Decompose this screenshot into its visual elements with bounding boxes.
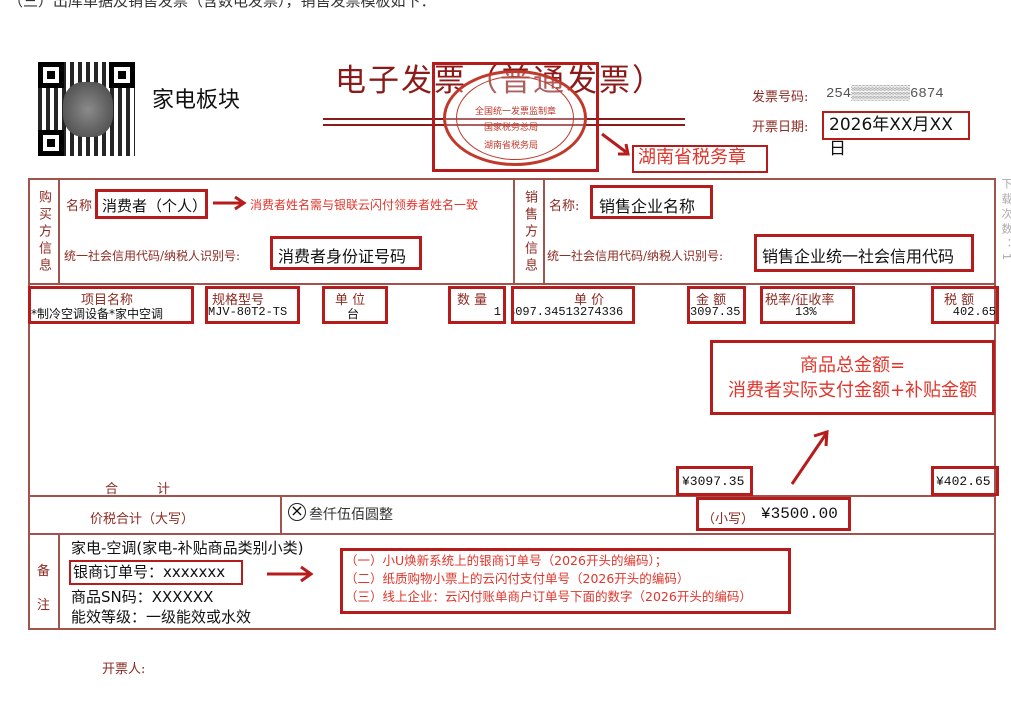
grand-total-upper: 叁仟伍佰圆整 <box>309 507 393 523</box>
item-rate: 13% <box>795 305 817 319</box>
spec-cell: 规格型号 MJV-80T2-TS <box>205 286 300 324</box>
qty-cell: 数 量 1 <box>448 286 506 324</box>
unit-cell: 单 位 台 <box>322 286 388 324</box>
stamp-note: 湖南省税务章 <box>632 145 768 173</box>
stamp-text: 湖南省税务局 <box>484 141 539 151</box>
issuer-label: 开票人: <box>102 662 146 677</box>
item-qty: 1 <box>493 305 501 319</box>
invoice-date: 2026年XX月XX日 <box>822 111 970 159</box>
header-price: 单 价 <box>574 293 605 308</box>
arrow-right-icon <box>267 565 314 583</box>
seller-name-label: 名称: <box>549 199 580 214</box>
remarks-label-1: 备 <box>37 564 51 579</box>
stamp-text: 国家税务总局 <box>484 123 539 133</box>
header-rate: 税率/征收率 <box>765 293 835 308</box>
lower-label: （小写） <box>702 512 755 527</box>
item-price: 3097.34513274336 <box>511 305 624 319</box>
header-unit: 单 位 <box>335 293 366 308</box>
section-label: 家电板块 <box>152 88 241 113</box>
totals-label: 合 计 <box>105 482 171 497</box>
stamp-highlight-box <box>432 62 599 172</box>
remark-line: 能效等级：一级能效或水效 <box>71 608 252 626</box>
grand-total-lower: ¥3500.00 <box>761 505 838 523</box>
invoice-table <box>28 178 996 630</box>
qr-finder <box>109 62 135 88</box>
qr-finder <box>38 130 64 156</box>
total-formula-note: 商品总金额= 消费者实际支付金额+补贴金额 <box>710 340 995 415</box>
formula-line: 商品总金额= <box>799 355 906 376</box>
formula-line: 消费者实际支付金额+补贴金额 <box>727 380 978 401</box>
buyer-name-note: 消费者姓名需与银联云闪付领券者姓名一致 <box>250 198 479 212</box>
total-amount: ¥3097.35 <box>676 466 753 496</box>
tax-stamp: 全国统一发票监制章 国家税务总局 湖南省税务局 <box>443 70 587 166</box>
seller-id: 销售企业统一社会信用代码 <box>754 234 974 272</box>
header-amount: 金 额 <box>696 293 727 308</box>
header-qty: 数 量 <box>457 293 488 308</box>
header-item-name: 项目名称 <box>81 293 134 308</box>
arrow-up-icon <box>790 429 829 485</box>
note-line: （三）线上企业：云闪付账单商户订单号下面的数字（2026开头的编码） <box>345 589 752 604</box>
remark-order-no: 银商订单号：xxxxxxx <box>69 560 243 585</box>
remark-line: 家电-空调(家电-补贴商品类别小类) <box>71 539 304 557</box>
item-tax: 402.65 <box>952 305 996 319</box>
buyer-name-label: 名称 <box>66 199 93 214</box>
amount-cell: 金 额 3097.35 <box>687 286 746 324</box>
header-spec: 规格型号 <box>212 293 265 308</box>
side-text: 下载次数：1 <box>1000 178 1011 264</box>
buyer-id-label: 统一社会信用代码/纳税人识别号: <box>64 249 241 263</box>
note-line: （二）纸质购物小票上的云闪付支付单号（2026开头的编码） <box>345 571 690 586</box>
seller-name: 销售企业名称 <box>590 185 713 219</box>
buyer-name: 消费者（个人） <box>95 189 208 219</box>
invoice-no: 254▒▒▒▒▒▒▒6874 <box>826 86 944 102</box>
price-cell: 单 价 3097.34513274336 <box>511 286 635 324</box>
item-amount: 3097.35 <box>690 305 741 319</box>
grand-total-label: 价税合计（大写） <box>90 512 195 527</box>
invoice-no-label: 发票号码: <box>752 90 809 105</box>
rate-cell: 税率/征收率 13% <box>760 286 855 324</box>
grand-total-lower-box: （小写） ¥3500.00 <box>696 497 851 531</box>
item-spec: MJV-80T2-TS <box>208 305 288 319</box>
date-label: 开票日期: <box>752 120 809 135</box>
arrow-icon <box>601 132 630 156</box>
cross-circle-icon: × <box>288 503 306 521</box>
item-name-cell: 项目名称 *制冷空调设备*家中空调 <box>28 286 194 324</box>
arrow-right-icon <box>213 195 247 211</box>
qr-finder <box>38 62 64 88</box>
remarks-label-2: 注 <box>37 598 51 613</box>
intro-text: （三）出库单据及销售发票（含数电发票），销售发票模板如下： <box>8 0 436 10</box>
seller-id-label: 统一社会信用代码/纳税人识别号: <box>547 249 724 263</box>
buyer-id: 消费者身份证号码 <box>270 236 422 270</box>
note-line: （一）小U焕新系统上的银商订单号（2026开头的编码）； <box>345 553 668 568</box>
order-no-notes: （一）小U焕新系统上的银商订单号（2026开头的编码）； （二）纸质购物小票上的… <box>340 548 791 614</box>
header-tax: 税 额 <box>944 293 975 308</box>
tax-cell: 税 额 402.65 <box>931 286 999 324</box>
buyer-side-label: 购买方信息 <box>36 190 51 275</box>
item-unit: 台 <box>347 307 360 321</box>
stamp-text: 全国统一发票监制章 <box>475 107 557 117</box>
remark-line: 商品SN码：XXXXXX <box>71 588 214 606</box>
total-tax: ¥402.65 <box>931 466 999 496</box>
item-name: *制冷空调设备*家中空调 <box>31 307 164 321</box>
seller-side-label: 销售方信息 <box>522 190 537 275</box>
